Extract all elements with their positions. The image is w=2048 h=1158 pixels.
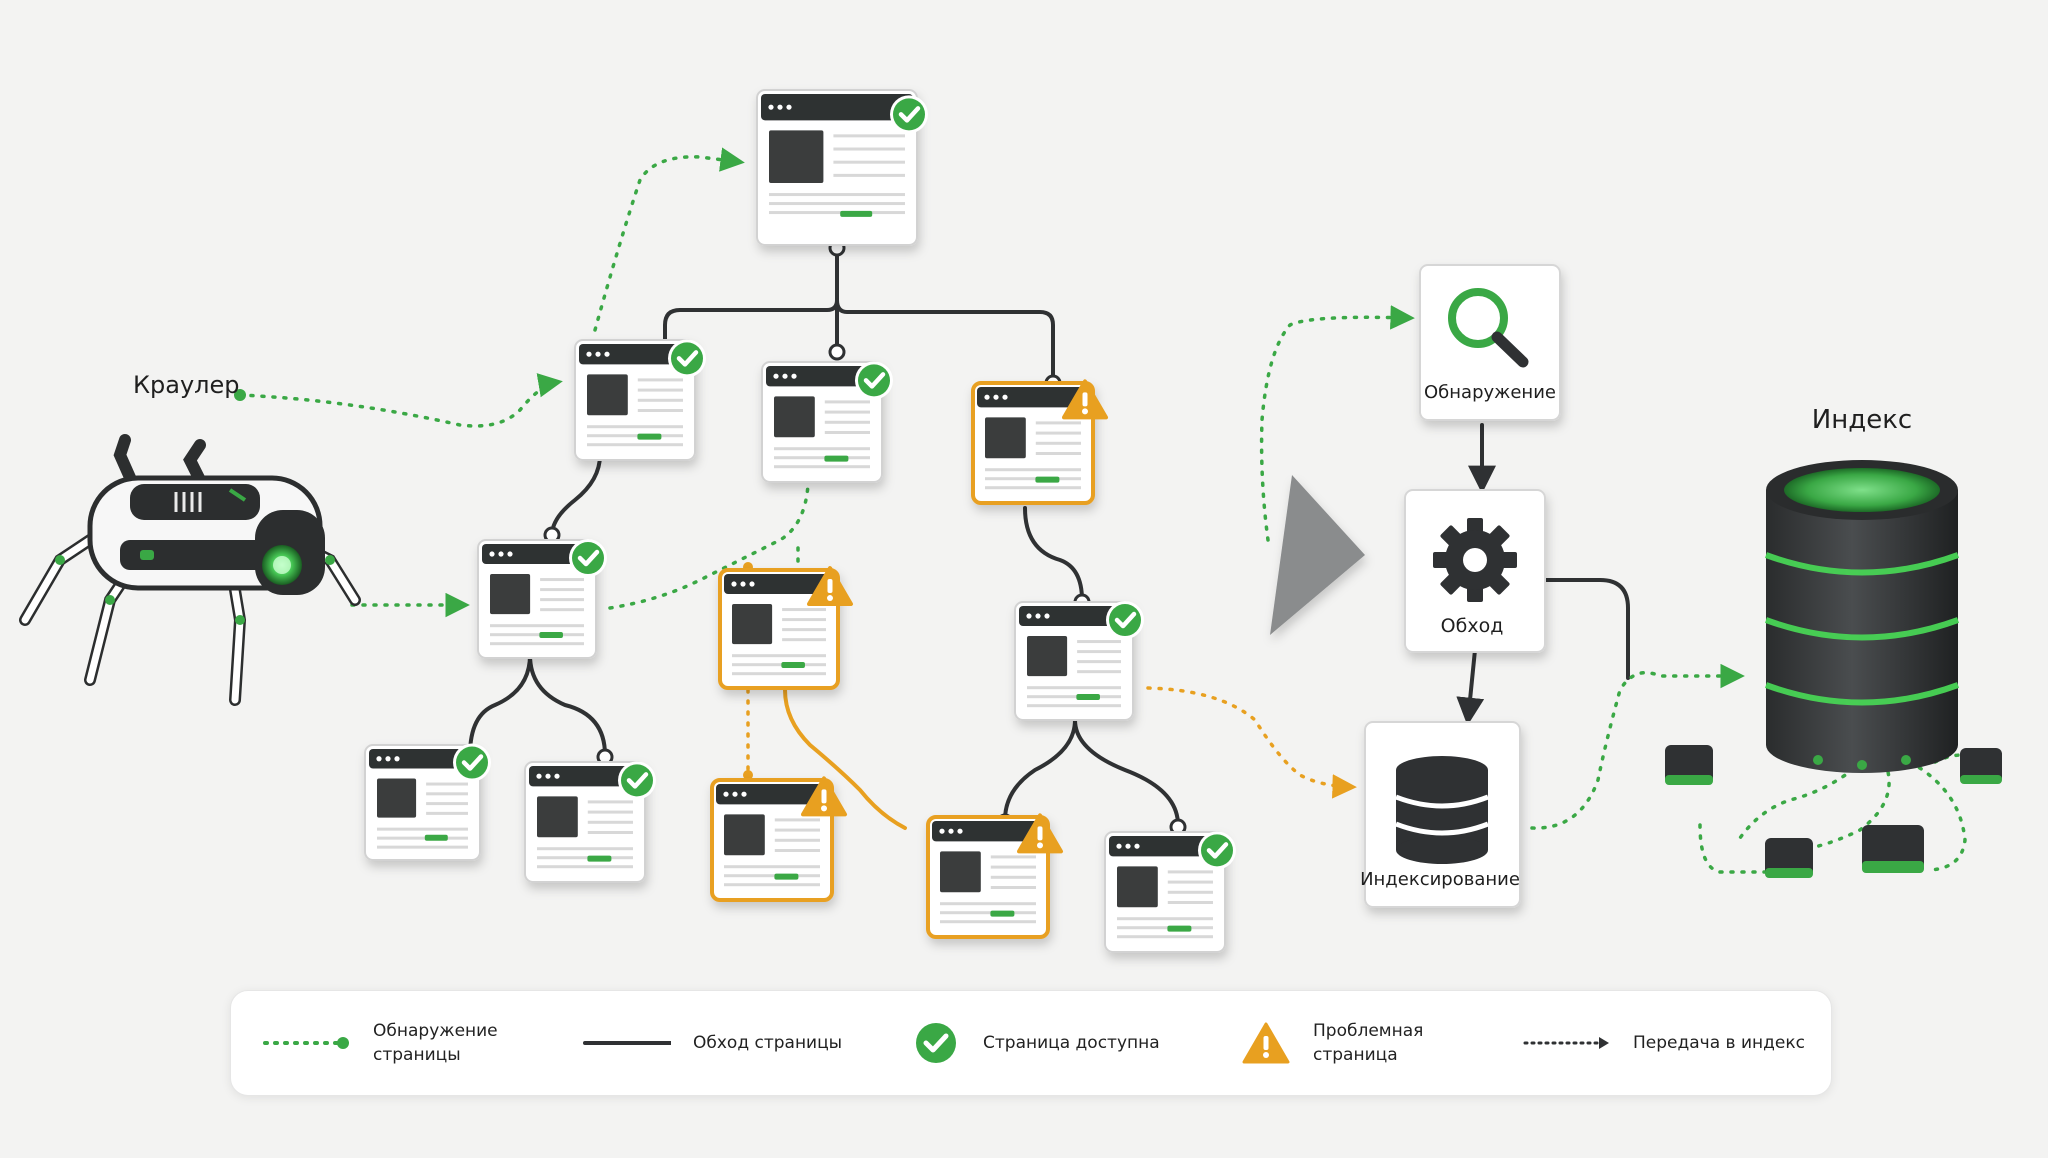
check-icon [1106,601,1144,640]
check-icon [618,761,656,800]
warning-icon [1241,1022,1291,1064]
page-card-p9 [710,778,834,902]
check-icon [911,1023,961,1063]
index-database [1764,460,1960,773]
check-icon [890,95,928,134]
warning-icon [801,776,847,817]
page-card-p7 [364,744,481,861]
crawler-label: Краулер [133,371,240,399]
warning-icon [1062,379,1108,420]
page-card-p3 [971,381,1095,505]
index-label: Индекс [1812,405,1912,435]
legend-available: Страница доступна [911,991,1183,1095]
index-nodes [1665,745,2002,878]
database-icon [1395,756,1489,864]
legend-available-text: Страница доступна [983,1033,1160,1053]
magnifier-icon [1448,288,1529,368]
discovery-links [238,147,1987,874]
legend-transfer-text: Передача в индекс [1633,1033,1805,1053]
warning-icon [807,566,853,607]
page-card-p11 [1104,831,1226,953]
crawl-links [468,246,1630,827]
legend-discovery-text: Обнаружение страницы [373,1021,498,1065]
page-card-p8 [524,761,646,883]
flow-triangle [1270,475,1365,635]
check-icon [855,361,893,400]
indexing-label: Индексирование [1360,869,1520,890]
problem-dotted-links [746,686,1357,799]
page-cards [364,89,1236,953]
legend-transfer: Передача в индекс [1521,991,1833,1095]
legend-problem-text: Проблемная страница [1313,1021,1424,1065]
page-card-root [756,89,918,246]
legend-crawl-text: Обход страницы [693,1033,843,1053]
legend-problem: Проблемная страница [1241,991,1463,1095]
legend: Обнаружение страницы Обход страницы Стра… [230,990,1832,1096]
connector-knobs [461,239,1187,836]
problem-links [783,688,907,830]
page-card-p5 [718,568,840,690]
check-icon [453,743,491,782]
check-icon [668,339,706,378]
legend-crawl: Обход страницы [581,991,843,1095]
page-card-p6 [1014,601,1134,721]
legend-discovery: Обнаружение страницы [261,991,523,1095]
discovery-label: Обнаружение [1424,382,1556,403]
check-icon [1198,831,1236,870]
crawl-label: Обход [1441,615,1504,637]
crawl-line-icon [581,1023,671,1063]
check-icon [569,539,607,578]
page-card-p4 [477,539,597,659]
gear-icon [1433,518,1517,602]
warning-icon [1017,813,1063,854]
page-card-p10 [926,815,1050,939]
page-card-p1 [574,339,696,461]
crawler-robot [19,434,361,706]
page-card-p2 [761,361,883,483]
transfer-line-icon [1521,1023,1611,1063]
discovery-line-icon [261,1023,351,1063]
